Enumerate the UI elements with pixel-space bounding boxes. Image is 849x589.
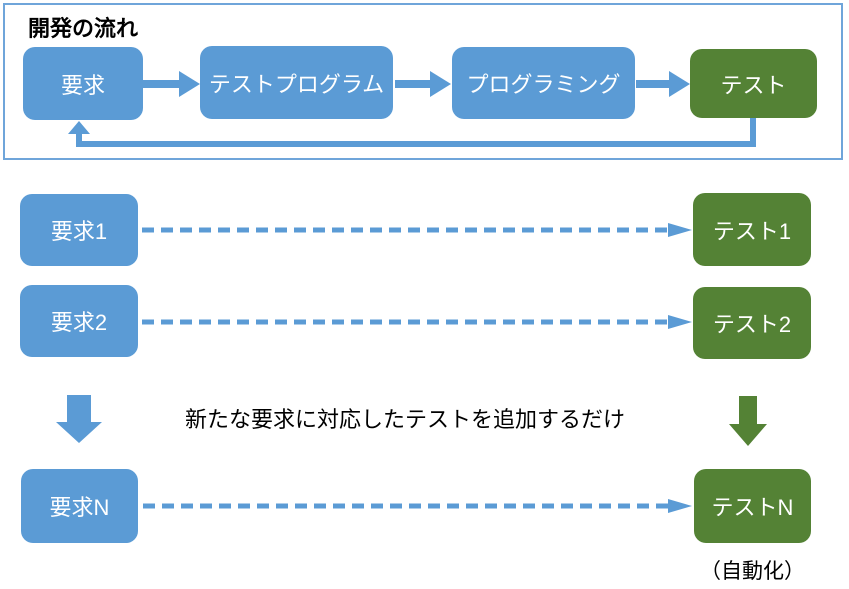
middle-note: 新たな要求に対応したテストを追加するだけ <box>185 407 626 432</box>
flow-box-test-program: テストプログラム <box>200 46 393 119</box>
flow-box-programming-label: プログラミング <box>466 72 621 97</box>
requirement-n-label: 要求N <box>49 495 110 520</box>
dashed-arrow-icon <box>142 223 692 237</box>
test-2-box: テスト2 <box>693 287 811 359</box>
requirement-1-box: 要求1 <box>20 194 138 266</box>
test-n-box: テストN <box>694 469 811 543</box>
flow-box-programming: プログラミング <box>452 47 635 119</box>
feedback-line-stem <box>76 132 82 143</box>
feedback-line-horizontal <box>76 141 756 147</box>
flow-box-test-program-label: テストプログラム <box>208 71 385 97</box>
down-arrow-blue-icon <box>56 395 102 443</box>
flow-box-requirement-label: 要求 <box>60 72 105 98</box>
flow-box-test: テスト <box>690 49 817 118</box>
automation-note: （自動化） <box>700 560 805 583</box>
test-n-label: テストN <box>711 495 794 520</box>
feedback-line-vertical <box>750 118 756 147</box>
flow-title: 開発の流れ <box>28 16 139 41</box>
arrow-right-icon <box>636 71 690 97</box>
test-1-box: テスト1 <box>693 193 811 266</box>
requirement-2-label: 要求2 <box>50 310 108 335</box>
arrow-right-icon <box>395 71 451 97</box>
requirement-n-box: 要求N <box>21 469 138 543</box>
down-arrow-green-icon <box>729 396 767 446</box>
flow-box-requirement: 要求 <box>23 47 143 120</box>
dashed-arrow-icon <box>143 499 692 513</box>
requirement-1-label: 要求1 <box>50 219 108 244</box>
requirement-2-box: 要求2 <box>20 285 138 357</box>
test-1-label: テスト1 <box>712 218 792 244</box>
feedback-arrowhead-up-icon <box>68 121 90 134</box>
dashed-arrow-icon <box>142 315 692 329</box>
flow-box-test-label: テスト <box>720 72 787 98</box>
arrow-right-icon <box>143 71 200 97</box>
test-2-label: テスト2 <box>712 312 792 337</box>
